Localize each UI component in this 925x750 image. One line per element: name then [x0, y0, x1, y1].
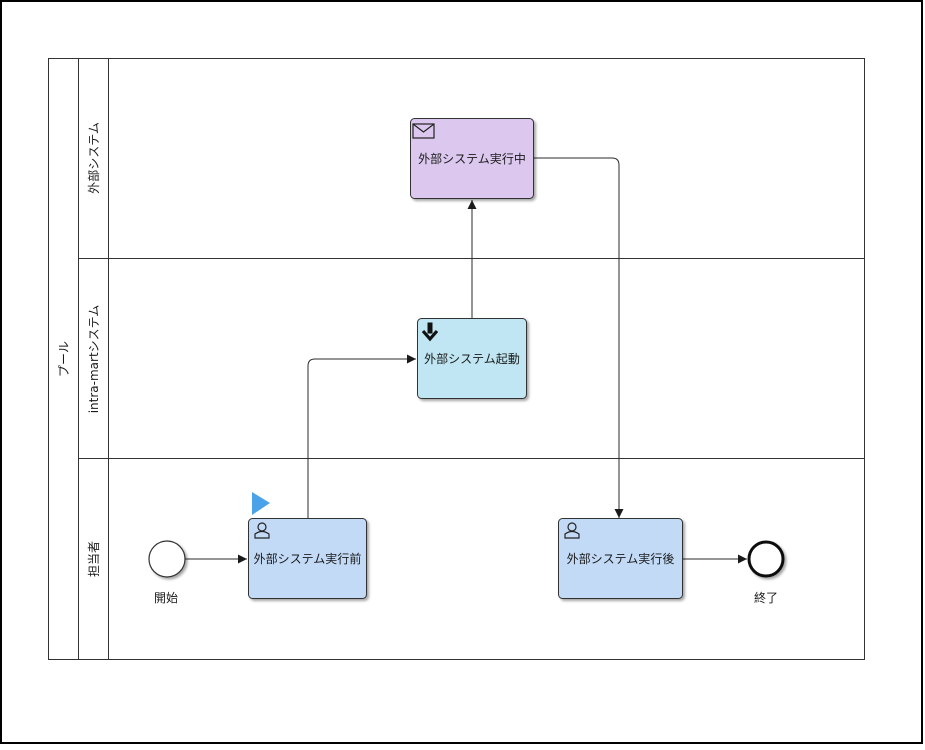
- end-event[interactable]: 終了: [747, 540, 785, 605]
- start-marker-icon: [252, 492, 270, 515]
- send-arrow-icon: [421, 322, 439, 342]
- task-launch[interactable]: 外部システム起動: [417, 318, 527, 399]
- start-event[interactable]: 開始: [148, 540, 186, 605]
- end-event-label: 終了: [754, 590, 778, 605]
- task-after-label: 外部システム実行後: [567, 551, 675, 566]
- lane-external: 外部システム: [78, 58, 865, 259]
- user-icon: [254, 522, 270, 539]
- start-event-label: 開始: [154, 591, 178, 605]
- user-icon: [564, 522, 580, 539]
- pool-label: プール: [57, 341, 71, 377]
- lane-label-intramart: intra-martシステム: [87, 305, 101, 414]
- envelope-icon: [412, 123, 435, 139]
- task-before-label: 外部システム実行前: [254, 551, 362, 566]
- sequence-flows: [185, 157, 747, 564]
- flow-running-to-after: [534, 157, 624, 518]
- task-before[interactable]: 外部システム実行前: [248, 492, 367, 599]
- task-running-label: 外部システム実行中: [418, 151, 526, 166]
- task-launch-label: 外部システム起動: [424, 351, 520, 366]
- flow-before-to-launch: [307, 354, 416, 518]
- task-running[interactable]: 外部システム実行中: [410, 118, 534, 199]
- task-after[interactable]: 外部システム実行後: [558, 518, 683, 599]
- lane-label-person: 担当者: [87, 541, 101, 577]
- lane-label-external: 外部システム: [86, 122, 101, 194]
- lane-person: 担当者: [78, 458, 865, 660]
